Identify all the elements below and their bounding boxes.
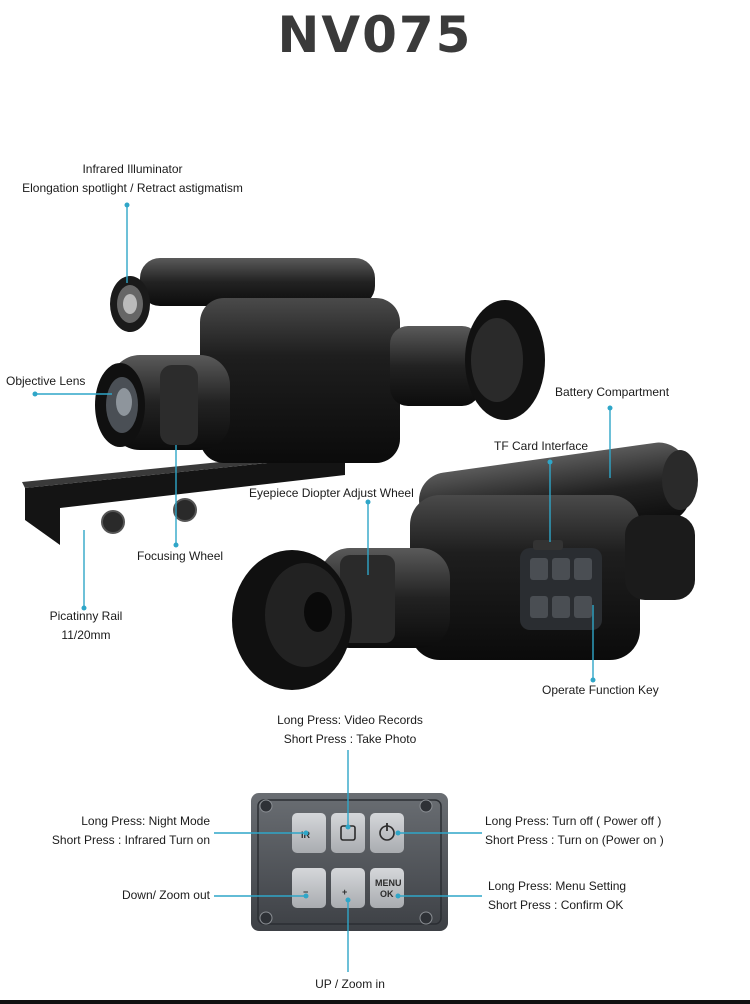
- key-minus-label: −: [303, 887, 308, 897]
- tf-card-label: TF Card Interface: [494, 439, 589, 453]
- page-title: NV075: [277, 6, 473, 64]
- key-power: [370, 813, 404, 853]
- keypad-bottom-label: UP / Zoom in: [315, 977, 385, 991]
- key-zoom-out: [292, 868, 326, 908]
- keypad-right-top-label: Long Press: Turn off ( Power off ) Short…: [485, 814, 664, 847]
- key-menu-label: MENU: [375, 878, 402, 888]
- keypad-left-top-label: Long Press: Night Mode Short Press : Inf…: [51, 814, 210, 847]
- key-night-mode: [292, 813, 326, 853]
- keypad-left-bottom-label: Down/ Zoom out: [121, 888, 210, 902]
- eyepiece-label: Eyepiece Diopter Adjust Wheel: [249, 486, 414, 500]
- key-plus-label: +: [342, 887, 347, 897]
- key-zoom-in: [331, 868, 365, 908]
- key-video-record: [331, 813, 365, 853]
- picatinny-label: Picatinny Rail 11/20mm: [49, 609, 123, 642]
- operate-key-label: Operate Function Key: [542, 683, 659, 697]
- key-ok-label: OK: [380, 889, 394, 899]
- keypad-top-label: Long Press: Video Records Short Press : …: [277, 713, 423, 746]
- key-menu: [370, 868, 404, 908]
- callouts: [32, 202, 613, 972]
- bottom-border: [0, 1000, 750, 1004]
- focusing-label: Focusing Wheel: [137, 549, 224, 563]
- battery-label: Battery Compartment: [555, 385, 670, 399]
- objective-lens-label: Objective Lens: [6, 374, 86, 388]
- keypad-closeup: IR − + MENU OK: [251, 793, 448, 931]
- keypad-right-bottom-label: Long Press: Menu Setting Short Press : C…: [488, 879, 627, 912]
- device-rear-view: [232, 442, 698, 690]
- infrared-label: Infrared Illuminator Elongation spotligh…: [22, 162, 243, 195]
- device-side-view: [22, 258, 545, 545]
